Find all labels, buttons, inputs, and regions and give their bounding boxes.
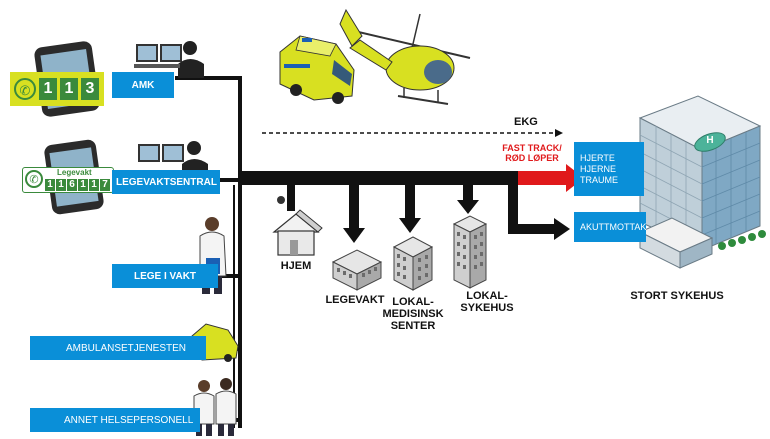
digit-box: 6 bbox=[67, 179, 77, 191]
house-icon bbox=[272, 196, 323, 256]
legevakt-label: LEGEVAKT bbox=[325, 294, 385, 306]
akuttmottak-box: AKUTTMOTTAK bbox=[574, 212, 646, 242]
ambulansetjenesten-box: AMBULANSETJENESTEN bbox=[30, 336, 206, 360]
down-arrow-lokalmedisinsk bbox=[399, 185, 421, 233]
legevaktsentral-operator-icon bbox=[138, 141, 208, 178]
fast-track-label: FAST TRACK/ RØD LØPER bbox=[494, 143, 570, 163]
hjerne-label: HJERNE bbox=[580, 163, 617, 174]
ambulansetjenesten-label: AMBULANSETJENESTEN bbox=[66, 342, 187, 354]
hjem-label: HJEM bbox=[280, 260, 312, 272]
ambulance-van-icon bbox=[279, 35, 355, 104]
hjerte-label: HJERTE bbox=[580, 152, 615, 163]
helicopter-icon bbox=[339, 8, 471, 105]
amk-label: AMK bbox=[131, 79, 155, 91]
lege-i-vakt-box: LEGE I VAKT bbox=[112, 264, 218, 288]
digit-box: 1 bbox=[89, 179, 99, 191]
hospital-building-icon bbox=[638, 95, 766, 269]
digit-box: 1 bbox=[56, 179, 66, 191]
hjerte-hjerne-traume-box: HJERTE HJERNE TRAUME bbox=[574, 142, 644, 196]
annet-helsepersonell-box: ANNET HELSEPERSONELL bbox=[30, 408, 200, 432]
fast-track-line1: FAST TRACK/ bbox=[502, 143, 562, 153]
stort-sykehus-label: STORT SYKEHUS bbox=[630, 290, 724, 302]
lege-i-vakt-label: LEGE I VAKT bbox=[134, 270, 197, 282]
emergency-113-badge: ✆ 1 1 3 bbox=[10, 72, 104, 106]
health-personnel-icon bbox=[193, 378, 237, 436]
traume-label: TRAUME bbox=[580, 174, 618, 185]
phone-handset-icon: ✆ bbox=[14, 78, 36, 100]
ekg-label: EKG bbox=[514, 116, 538, 128]
lokalmedisinsk-line3: SENTER bbox=[390, 320, 436, 332]
arrow-to-akuttmottak bbox=[508, 185, 570, 240]
digit-box: 1 bbox=[60, 78, 78, 100]
lokalmedisinsk-building-icon bbox=[392, 236, 434, 291]
legevakt-badge-title: Legevakt bbox=[57, 168, 92, 177]
lokalsykehus-line2: SYKEHUS bbox=[460, 302, 514, 314]
down-arrow-hjem bbox=[287, 185, 295, 211]
down-arrow-legevakt bbox=[343, 185, 365, 243]
annet-helsepersonell-label: ANNET HELSEPERSONELL bbox=[64, 414, 194, 426]
lokalsykehus-building-icon bbox=[452, 215, 488, 289]
legevakt-building-icon bbox=[331, 249, 383, 291]
legevaktsentral-label: LEGEVAKTSENTRAL bbox=[116, 176, 217, 188]
down-arrow-lokalsykehus bbox=[457, 185, 479, 214]
helipad-sign: H bbox=[706, 135, 714, 146]
ekg-arrowhead bbox=[555, 129, 563, 137]
phone-handset-icon: ✆ bbox=[25, 170, 43, 188]
lokalmedisinsk-line1: LOKAL- bbox=[392, 296, 434, 308]
lokalmedisinsk-line2: MEDISINSK bbox=[382, 308, 444, 320]
digit-box: 1 bbox=[78, 179, 88, 191]
legevakt-116117-badge: ✆ Legevakt 1 1 6 1 1 7 bbox=[22, 167, 114, 193]
amk-box: AMK bbox=[112, 72, 174, 98]
digit-box: 1 bbox=[45, 179, 55, 191]
digit-box: 1 bbox=[39, 78, 57, 100]
amk-operator-icon bbox=[134, 41, 204, 78]
digit-box: 7 bbox=[100, 179, 110, 191]
legevakt-digits: 1 1 6 1 1 7 bbox=[45, 179, 110, 191]
lokalsykehus-line1: LOKAL- bbox=[466, 290, 508, 302]
fast-track-line2: RØD LØPER bbox=[505, 153, 559, 163]
main-flow-bar bbox=[240, 171, 520, 185]
fast-track-bar bbox=[518, 171, 568, 185]
legevaktsentral-box: LEGEVAKTSENTRAL bbox=[112, 170, 220, 194]
digit-box: 3 bbox=[81, 78, 99, 100]
akuttmottak-label: AKUTTMOTTAK bbox=[580, 222, 647, 232]
lokalsykehus-label: LOKAL- SYKEHUS bbox=[454, 290, 520, 314]
lokalmedisinsk-label: LOKAL- MEDISINSK SENTER bbox=[380, 296, 446, 332]
